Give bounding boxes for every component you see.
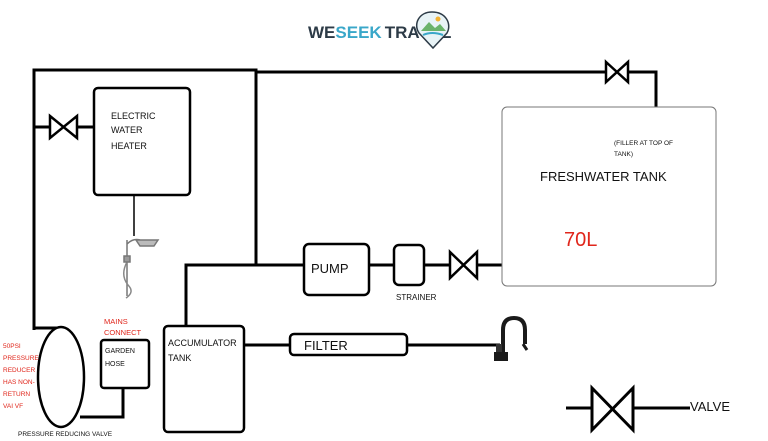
strainer-label: STRAINER	[396, 293, 437, 302]
valve-top-icon	[604, 59, 630, 85]
pump	[302, 242, 371, 297]
pump-label: PUMP	[311, 261, 349, 276]
heater-label: ELECTRIC WATER HEATER	[111, 111, 158, 151]
accumulator-label: ACCUMULATOR TANK	[168, 338, 239, 363]
strainer	[392, 243, 426, 287]
reducer-note: 50PSI PRESSURE REDUCER HAS NON- RETURN V…	[3, 343, 41, 410]
valve-tank-icon	[448, 249, 479, 281]
legend-valve-icon	[590, 384, 635, 434]
valve-left-icon	[48, 113, 79, 141]
filter	[288, 332, 409, 357]
filter-label: FILTER	[304, 338, 348, 353]
legend-valve-label: VALVE	[690, 399, 730, 414]
electric-water-heater	[92, 86, 192, 197]
mains-label: MAINS CONNECT	[104, 317, 142, 337]
pressure-reducing-valve	[36, 325, 86, 429]
tank-volume: 70L	[564, 229, 597, 251]
filler-note: (FILLER AT TOP OF TANK)	[614, 140, 675, 158]
shower-icon	[123, 238, 160, 299]
freshwater-tank	[501, 106, 717, 287]
garden-hose-label: GARDEN HOSE	[105, 348, 137, 368]
pump-to-accumulator-pipe	[184, 263, 304, 326]
accumulator-tank	[162, 324, 246, 434]
faucet-icon	[494, 315, 529, 361]
logo-we: WE	[308, 23, 335, 42]
prv-label: PRESSURE REDUCING VALVE	[18, 431, 113, 438]
tank-title: FRESHWATER TANK	[540, 169, 667, 184]
logo-pin-icon	[415, 11, 450, 50]
logo-seek: SEEK	[335, 23, 382, 42]
garden-hose-connector	[99, 338, 151, 390]
legend-valve: VALVE	[566, 384, 730, 434]
pipe-network	[32, 68, 658, 419]
brand-logo: WESEEKTRAVEL	[308, 11, 451, 50]
prv-to-mains-pipe	[80, 388, 125, 419]
